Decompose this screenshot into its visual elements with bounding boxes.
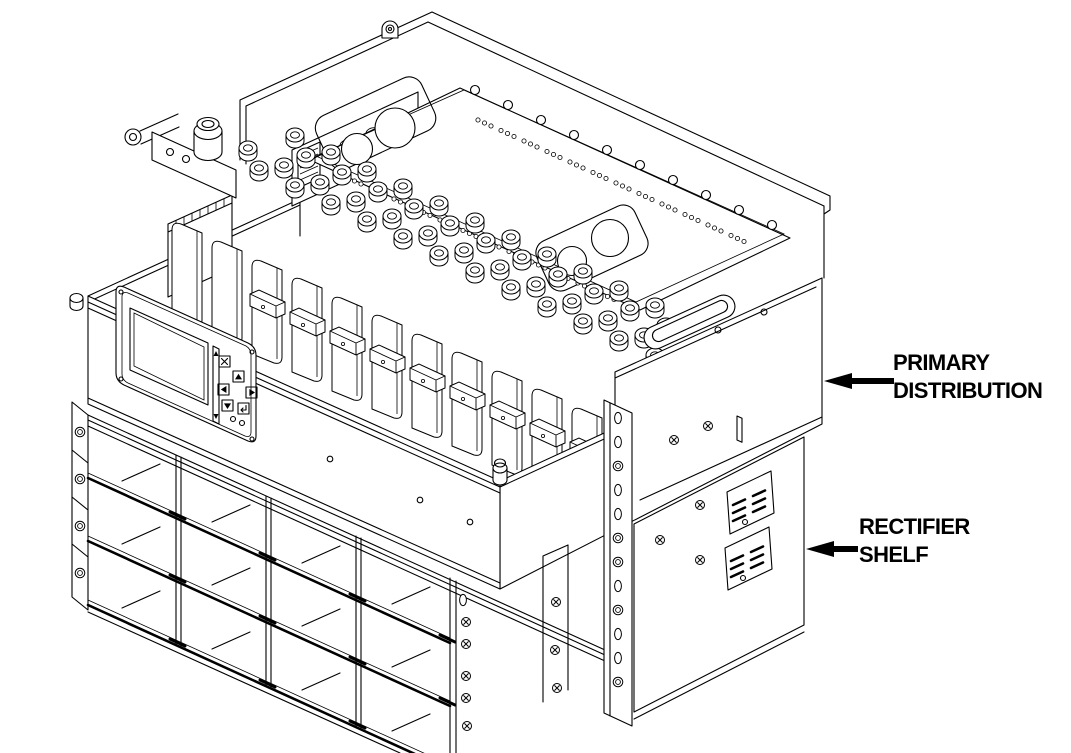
busbar-scallops bbox=[469, 84, 778, 231]
panel-screw bbox=[695, 555, 705, 565]
rectifier-shelf-side-panel bbox=[633, 436, 805, 720]
bay-shelves bbox=[86, 472, 452, 753]
edge-stud bbox=[69, 292, 84, 312]
up-arrow-icon bbox=[235, 373, 242, 380]
panel-screw bbox=[655, 535, 665, 545]
right-button bbox=[245, 386, 258, 399]
left-button bbox=[217, 383, 230, 396]
up-button bbox=[232, 370, 245, 383]
bottom-edge bbox=[87, 611, 401, 753]
rectifier-shelf-label-line1: RECTIFIER bbox=[859, 514, 970, 539]
panel-screw bbox=[695, 500, 705, 510]
esc-button bbox=[218, 355, 231, 368]
enter-icon bbox=[240, 404, 247, 413]
side-panel-slot bbox=[736, 415, 743, 443]
rear-mount-flange bbox=[542, 544, 569, 703]
display-keypad-module bbox=[115, 285, 258, 443]
panel-screw bbox=[669, 435, 679, 445]
cable-access-hole bbox=[374, 107, 416, 149]
scroll-strip bbox=[212, 345, 220, 425]
status-led bbox=[229, 415, 237, 423]
keypad-buttons bbox=[217, 355, 258, 415]
cable-handle bbox=[643, 294, 736, 350]
status-led bbox=[238, 419, 246, 427]
primary-distribution-arrow bbox=[824, 373, 894, 389]
bay-connectors bbox=[168, 510, 457, 730]
mounting-ear bbox=[381, 20, 399, 39]
rack-mount-bracket bbox=[603, 399, 633, 727]
rectifier-shelf-arrow bbox=[806, 541, 858, 557]
product-label-upper bbox=[726, 470, 775, 535]
lcd-screen bbox=[129, 307, 209, 406]
shelf-top-rail bbox=[87, 414, 606, 662]
right-arrow-icon bbox=[249, 389, 255, 396]
rectifier-shelf-label: RECTIFIER SHELF bbox=[859, 513, 970, 569]
left-end-wall bbox=[71, 401, 89, 611]
right-end-cap bbox=[449, 577, 472, 753]
product-label-lower bbox=[724, 526, 773, 591]
rectifier-shelf-unit bbox=[71, 401, 606, 753]
battery-stud bbox=[193, 116, 223, 162]
left-arrow-icon bbox=[220, 386, 227, 393]
primary-distribution-label-line2: DISTRIBUTION bbox=[893, 378, 1043, 403]
primary-distribution-label-line1: PRIMARY bbox=[893, 350, 990, 375]
rectifier-shelf-label-line2: SHELF bbox=[859, 542, 929, 567]
down-button bbox=[221, 399, 234, 412]
cable-access-hole bbox=[590, 218, 630, 258]
down-arrow-icon bbox=[224, 403, 231, 409]
cable-access-hole bbox=[340, 132, 374, 166]
rear-chassis-walls bbox=[124, 11, 831, 279]
bay-dividers bbox=[175, 454, 362, 729]
panel-screw bbox=[703, 421, 713, 431]
ventilated-top-cover bbox=[309, 76, 791, 311]
bay-guide-rails bbox=[121, 463, 431, 732]
corner-stud bbox=[492, 458, 508, 486]
primary-distribution-side-panel bbox=[499, 277, 823, 590]
esc-icon bbox=[220, 357, 229, 366]
primary-distribution-label: PRIMARY DISTRIBUTION bbox=[893, 349, 1043, 405]
enter-button bbox=[237, 402, 250, 415]
